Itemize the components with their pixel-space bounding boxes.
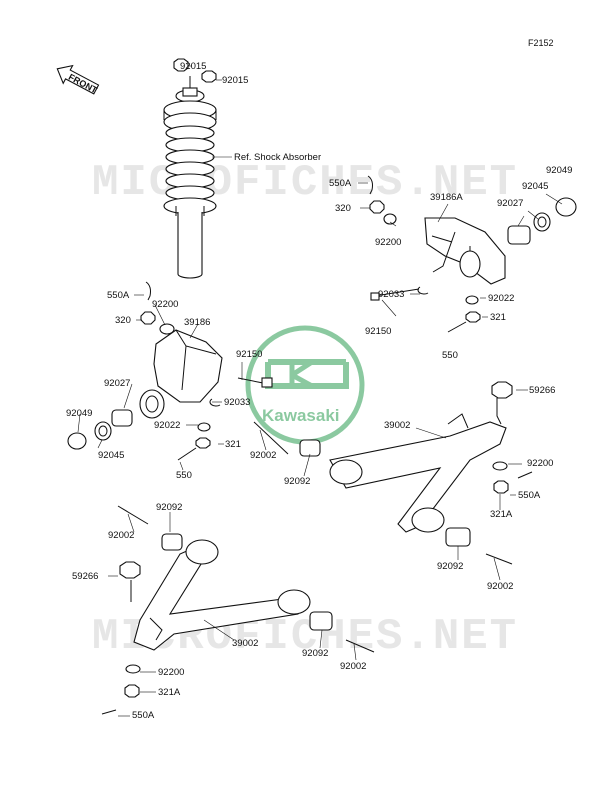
part-label: 321 [490, 312, 506, 323]
part-label: 92045 [522, 181, 549, 192]
part-label: 92200 [158, 667, 185, 678]
part-label: 92049 [66, 408, 93, 419]
part-label: 92002 [340, 661, 367, 672]
part-label: 92002 [250, 450, 277, 461]
part-label: 92002 [108, 530, 135, 541]
part-label: 92045 [98, 450, 125, 461]
part-label: 550 [442, 350, 458, 361]
part-label: 550A [107, 290, 130, 301]
part-label: 92092 [284, 476, 311, 487]
part-label: 39002 [384, 420, 411, 431]
part-label: 92033 [224, 397, 251, 408]
part-label: 92022 [154, 420, 181, 431]
part-label: 92027 [104, 378, 131, 389]
part-label: 92092 [437, 561, 464, 572]
part-label: 92015 [180, 61, 207, 72]
part-label: 92002 [487, 581, 514, 592]
part-label: 92033 [378, 289, 405, 300]
knuckle-right [367, 175, 577, 333]
part-label: 92200 [152, 299, 179, 310]
part-label: 550A [518, 490, 541, 501]
part-label: 92015 [222, 75, 249, 86]
part-label: 92049 [546, 165, 573, 176]
part-label: 92092 [302, 648, 329, 659]
part-label: 39186A [430, 192, 463, 203]
part-label: 59266 [529, 385, 556, 396]
part-label: 92027 [497, 198, 524, 209]
part-label: 550A [132, 710, 155, 721]
part-label: 92200 [527, 458, 554, 469]
part-label: 39002 [232, 638, 259, 649]
part-label: 59266 [72, 571, 99, 582]
figure-id: F2152 [528, 38, 554, 48]
front-label: FRONT [67, 72, 100, 96]
a-arm-left [101, 505, 375, 715]
part-label: 92092 [156, 502, 183, 513]
part-label: 320 [115, 315, 131, 326]
part-label: 321A [490, 509, 513, 520]
part-label: 320 [335, 203, 351, 214]
front-arrow-icon: FRONT [56, 64, 100, 96]
part-label: 92022 [488, 293, 515, 304]
part-label: 550A [329, 178, 352, 189]
watermark-top: MICROFICHES.NET [92, 158, 519, 208]
part-label: Ref. Shock Absorber [234, 152, 322, 163]
knuckle-left [67, 281, 273, 461]
part-label: 92150 [365, 326, 392, 337]
part-label: 92150 [236, 349, 263, 360]
logo-wordmark: Kawasaki [262, 406, 340, 425]
a-arm-right [253, 381, 533, 565]
leader-lines [77, 65, 563, 717]
part-label: 92200 [375, 237, 402, 248]
kawasaki-logo: Kawasaki [245, 325, 365, 445]
part-label: 550 [176, 470, 192, 481]
part-label: 321A [158, 687, 181, 698]
shock-absorber [163, 58, 217, 279]
part-label: 39186 [184, 317, 211, 328]
part-label: 321 [225, 439, 241, 450]
